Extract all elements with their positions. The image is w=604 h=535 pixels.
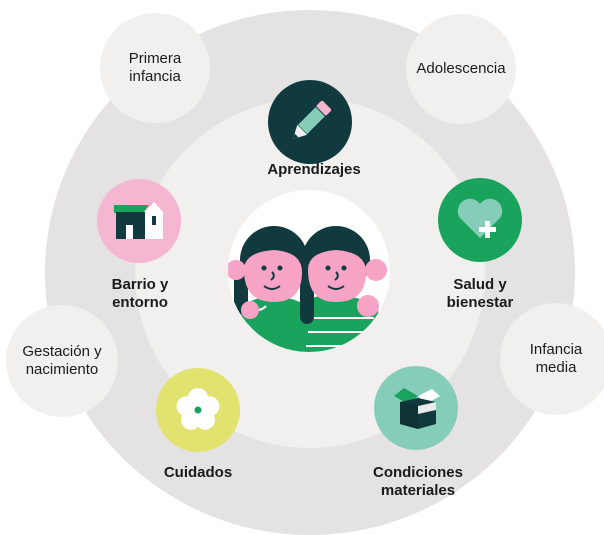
- center-circle: [228, 190, 390, 352]
- stage-label-line: infancia: [129, 68, 181, 85]
- dimension-label-line: bienestar: [446, 294, 514, 311]
- house-icon: [114, 202, 163, 239]
- stage-label-line: media: [535, 359, 577, 376]
- condiciones-label: Condiciones materiales: [348, 464, 488, 500]
- dimension-label-line: Condiciones: [372, 464, 463, 481]
- condiciones-badge: [374, 366, 458, 450]
- aprendizajes-badge: [268, 80, 352, 164]
- barrio-label: Barrio y entorno: [80, 276, 200, 312]
- cuidados-badge: [156, 368, 240, 452]
- dimension-label-line: entorno: [112, 294, 168, 311]
- stage-label-line: Infancia: [529, 341, 583, 358]
- pencil-icon: [293, 100, 332, 139]
- stage-primera-infancia: Primera infancia: [100, 13, 210, 123]
- aprendizajes-label: Aprendizajes: [214, 161, 414, 179]
- stage-label-line: Adolescencia: [416, 60, 506, 77]
- stage-infancia-media: Infancia media: [500, 303, 604, 415]
- barrio-badge: [97, 179, 181, 263]
- salud-label: Salud y bienestar: [420, 276, 540, 312]
- heart-plus-icon: [457, 198, 503, 238]
- stage-gestacion: Gestación y nacimiento: [6, 305, 118, 417]
- open-box-icon: [394, 388, 440, 429]
- stage-label-line: nacimiento: [25, 361, 99, 378]
- stage-adolescencia: Adolescencia: [406, 14, 516, 124]
- dimension-label-line: materiales: [380, 482, 456, 499]
- two-children-icon: [228, 226, 387, 352]
- dimension-label-line: Cuidados: [163, 464, 233, 481]
- dimension-label-line: Barrio y: [111, 276, 169, 293]
- salud-badge: [438, 178, 522, 262]
- stage-label-line: Gestación y: [22, 343, 102, 360]
- dimension-label-line: Salud y: [453, 276, 507, 293]
- dimension-label-line: Aprendizajes: [267, 161, 361, 178]
- stage-label-line: Primera: [128, 50, 182, 67]
- flower-icon: [176, 388, 220, 430]
- cuidados-label: Cuidados: [138, 464, 258, 482]
